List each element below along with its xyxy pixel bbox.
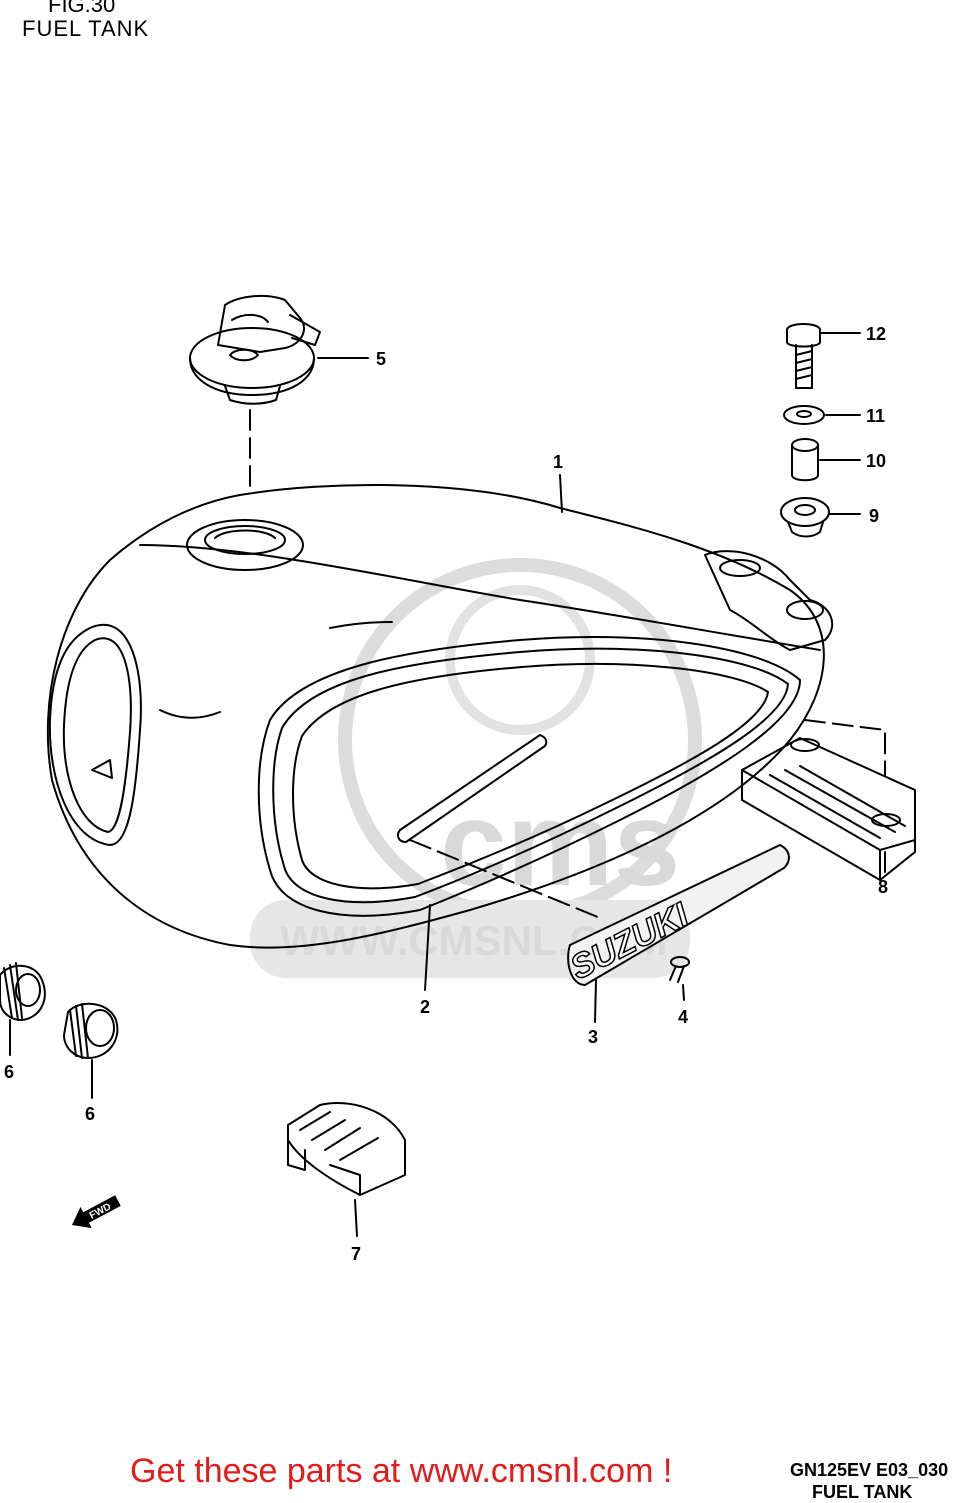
callout-8: 8 xyxy=(878,877,888,897)
callout-7: 7 xyxy=(351,1244,361,1264)
callout-2: 2 xyxy=(420,997,430,1017)
bolt xyxy=(786,323,821,389)
callout-12: 12 xyxy=(866,324,886,344)
rubber-cap-left xyxy=(0,962,46,1021)
fwd-label: FWD xyxy=(88,1201,113,1221)
callout-11: 11 xyxy=(866,406,885,426)
callout-1: 1 xyxy=(553,452,563,472)
callout-5: 5 xyxy=(376,349,386,369)
figure-number: FIG.30 xyxy=(48,0,116,17)
diagram-reference-code: GN125EV E03_030 xyxy=(790,1460,949,1480)
callout-6b: 6 xyxy=(85,1104,95,1124)
leader-lines xyxy=(9,332,886,1237)
washer xyxy=(783,405,825,425)
fuel-tank xyxy=(46,484,834,949)
front-cushion xyxy=(287,1102,406,1196)
rubber-cap-right xyxy=(63,1002,119,1059)
callouts: 1 2 3 4 5 6 6 7 8 9 10 11 12 xyxy=(4,324,888,1264)
watermark-brand: cms xyxy=(440,777,680,911)
diagram-reference-title: FUEL TANK xyxy=(812,1482,913,1502)
rear-cushion xyxy=(741,737,916,881)
grommet xyxy=(780,497,830,538)
callout-9: 9 xyxy=(869,506,879,526)
fuel-cap xyxy=(189,294,321,405)
callout-3: 3 xyxy=(588,1027,598,1047)
callout-6a: 6 xyxy=(4,1062,14,1082)
get-parts-link[interactable]: Get these parts at www.cmsnl.com ! xyxy=(130,1452,673,1490)
figure-title: FUEL TANK xyxy=(22,16,150,41)
callout-10: 10 xyxy=(866,451,886,471)
collar xyxy=(791,438,819,482)
fwd-arrow: FWD xyxy=(72,1195,121,1229)
screw xyxy=(669,956,690,983)
watermark: cms WWW.CMSNL.COM xyxy=(250,558,702,978)
callout-4: 4 xyxy=(678,1007,688,1027)
